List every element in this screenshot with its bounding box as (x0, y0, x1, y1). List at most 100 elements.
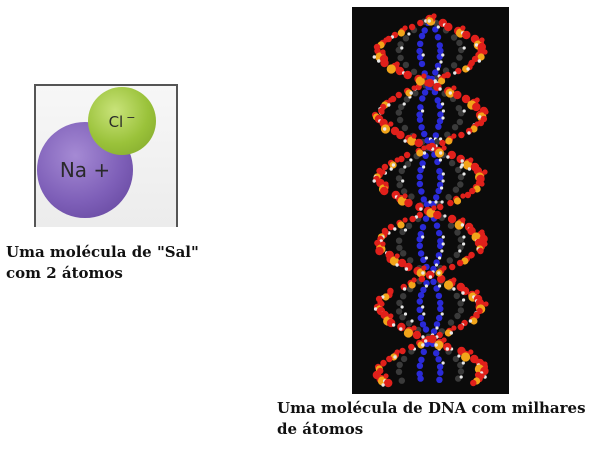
dna-base-atom (445, 193, 452, 201)
dna-oxygen-atom (431, 13, 437, 19)
dna-helix-graphic (371, 13, 489, 388)
chlorine-charge: − (126, 111, 136, 124)
dna-hydrogen-atom (461, 361, 465, 365)
dna-oxygen-atom (379, 109, 385, 115)
dna-hydrogen-atom (402, 287, 407, 291)
dna-oxygen-atom (394, 349, 400, 355)
dna-oxygen-atom (468, 61, 474, 67)
dna-oxygen-atom (470, 379, 477, 387)
dna-hydrogen-atom (441, 102, 445, 106)
dna-hydrogen-atom (402, 102, 406, 106)
dna-base-atom (407, 257, 414, 264)
dna-base-atom (416, 298, 423, 305)
dna-oxygen-atom (396, 130, 405, 140)
dna-base-atom (435, 292, 443, 300)
dna-phosphorus-atom (416, 268, 426, 278)
sodium-label: Na + (59, 158, 111, 182)
dna-oxygen-atom (482, 241, 488, 247)
dna-base-atom (434, 62, 442, 69)
dna-hydrogen-atom (409, 91, 413, 95)
dna-base-atom (419, 224, 427, 231)
dna-hydrogen-atom (393, 355, 397, 359)
dna-oxygen-atom (468, 157, 474, 163)
dna-oxygen-atom (402, 193, 408, 199)
dna-hydrogen-atom (421, 343, 425, 347)
dna-base-atom (420, 286, 427, 294)
dna-hydrogen-atom (461, 291, 465, 295)
dna-base-atom (418, 356, 425, 363)
dna-phosphorus-atom (397, 221, 405, 229)
dna-oxygen-atom (428, 334, 437, 344)
dna-base-atom (418, 32, 426, 40)
dna-phosphorus-atom (389, 256, 399, 266)
dna-base-atom (432, 132, 439, 139)
dna-oxygen-atom (403, 70, 412, 80)
dna-hydrogen-atom (462, 242, 466, 246)
dna-base-atom (395, 308, 403, 315)
dna-oxygen-atom (383, 181, 389, 187)
dna-base-atom (421, 130, 428, 138)
dna-base-atom (416, 306, 423, 313)
dna-base-atom (416, 116, 424, 123)
dna-hydrogen-atom (421, 305, 425, 309)
dna-hydrogen-atom (403, 312, 408, 316)
dna-hydrogen-atom (434, 200, 438, 204)
salt-molecule-illustration: Na + Cl− (34, 84, 178, 227)
dna-oxygen-atom (398, 155, 405, 163)
dna-base-atom (435, 356, 442, 363)
dna-base-atom (405, 320, 413, 327)
dna-oxygen-atom (402, 25, 408, 31)
dna-phosphorus-atom (407, 136, 417, 146)
dna-hydrogen-atom (381, 383, 385, 387)
dna-oxygen-atom (474, 313, 480, 319)
dna-base-atom (405, 222, 413, 230)
dna-oxygen-atom (474, 97, 480, 103)
dna-oxygen-atom (408, 343, 415, 351)
dna-oxygen-atom (441, 337, 447, 343)
dna-oxygen-atom (394, 157, 400, 163)
dna-oxygen-atom (418, 275, 426, 283)
dna-hydrogen-atom (443, 214, 447, 218)
dna-base-atom (422, 326, 430, 333)
dna-oxygen-atom (449, 263, 456, 271)
dna-base-atom (437, 174, 444, 181)
dna-oxygen-atom (394, 61, 400, 67)
dna-base-atom (436, 117, 444, 125)
dna-base-atom (435, 123, 442, 130)
dna-base-atom (430, 278, 437, 285)
dna-oxygen-atom (404, 198, 413, 208)
dna-oxygen-atom (388, 97, 394, 103)
dna-hydrogen-atom (467, 167, 472, 171)
dna-oxygen-atom (388, 313, 394, 319)
dna-oxygen-atom (451, 325, 457, 331)
dna-hydrogen-atom (434, 343, 438, 347)
dna-hydrogen-atom (441, 235, 445, 239)
dna-base-atom (447, 222, 455, 229)
dna-base-atom (404, 161, 412, 168)
dna-oxygen-atom (469, 187, 476, 195)
dna-base-atom (430, 265, 437, 273)
dna-base-atom (457, 236, 465, 243)
dna-base-atom (400, 293, 407, 300)
dna-hydrogen-atom (403, 139, 407, 143)
dna-hydrogen-atom (441, 179, 445, 183)
dna-phosphorus-atom (403, 328, 413, 338)
dna-base-atom (420, 348, 427, 356)
dna-phosphorus-atom (462, 160, 473, 170)
dna-oxygen-atom (460, 193, 466, 199)
dna-base-atom (416, 180, 424, 188)
dna-base-atom (434, 138, 441, 145)
dna-base-atom (432, 69, 439, 76)
dna-base-atom (434, 97, 441, 104)
dna-hydrogen-atom (436, 67, 440, 71)
dna-oxygen-atom (383, 229, 389, 235)
dna-oxygen-atom (447, 150, 456, 160)
dna-base-atom (419, 321, 427, 328)
dna-oxygen-atom (455, 67, 462, 75)
dna-base-atom (417, 40, 424, 47)
dna-hydrogen-atom (400, 46, 404, 50)
dna-oxygen-atom (441, 265, 447, 271)
dna-phosphorus-atom (444, 329, 452, 337)
dna-base-atom (456, 39, 463, 47)
dna-base-atom (400, 250, 407, 257)
